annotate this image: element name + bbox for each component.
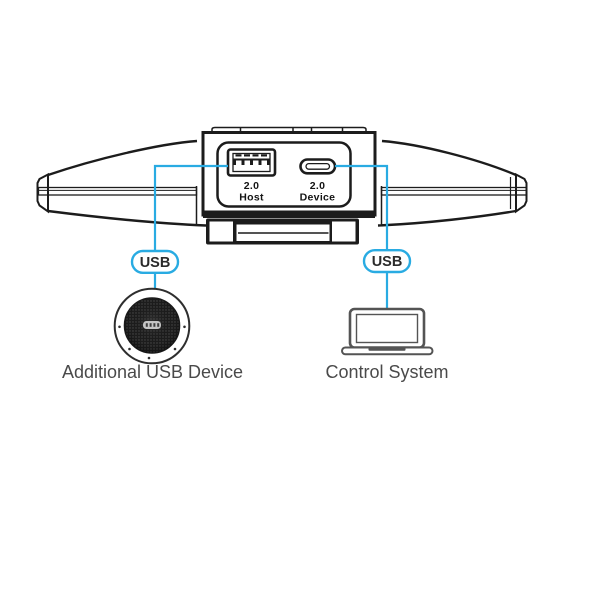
speakerphone-brand-plate [143, 321, 161, 329]
usb-a-contact [244, 154, 250, 157]
caption-control-system: Control System [325, 362, 448, 382]
laptop-base-notch [368, 347, 406, 351]
left-wing-seam [37, 186, 198, 196]
speakerphone-button [118, 325, 121, 329]
usb-badge-left-label: USB [140, 255, 171, 271]
speakerphone-button [183, 325, 186, 329]
io-panel: 2.0 Host 2.0 Device [201, 126, 377, 218]
usb-a-label-line2: Host [239, 192, 264, 204]
right-end-cap [515, 172, 528, 214]
laptop-screen-inner [355, 313, 419, 344]
mount-bracket [206, 218, 359, 245]
usb-a-notch [253, 160, 259, 165]
laptop-icon [341, 307, 434, 356]
connector-line-left [153, 164, 228, 288]
speakerphone-button [128, 347, 131, 351]
usb-a-label-line1: 2.0 [244, 180, 260, 192]
usb-a-contact [252, 154, 259, 157]
right-wing [377, 139, 528, 227]
usb-a-notch [261, 160, 267, 165]
speakerphone-icon [113, 287, 191, 365]
right-wing-seam [380, 186, 528, 196]
left-end-cap [36, 172, 49, 214]
brand-mark [157, 323, 160, 327]
right-wing-top-edge [381, 139, 517, 177]
usb-a-notch [244, 160, 250, 165]
caption-additional-usb-device: Additional USB Device [62, 362, 243, 382]
usb-badge-left-pill [130, 249, 180, 274]
speakerphone-button [173, 347, 177, 351]
usb-badge-right-label: USB [372, 254, 403, 270]
left-wing [36, 139, 207, 227]
bracket-foot-right [332, 221, 356, 242]
left-wing-top-edge [47, 139, 198, 177]
video-bar-device: 2.0 Host 2.0 Device [36, 126, 528, 245]
speakerphone-button [147, 356, 151, 360]
left-wing-bottom-edge [47, 209, 207, 227]
usb-c-port-icon [299, 158, 337, 175]
brand-mark [145, 323, 148, 327]
io-panel-top-bezel [211, 126, 367, 131]
usb-c-label-line2: Device [300, 192, 336, 204]
bracket-foot-left [209, 221, 233, 242]
usb-badge-right-pill [362, 248, 412, 274]
usb-a-port-icon [226, 148, 277, 177]
brand-mark [153, 323, 156, 327]
usb-c-label-line1: 2.0 [310, 180, 326, 192]
io-panel-bottom-bar [203, 210, 375, 218]
usb-c-inner [305, 162, 331, 170]
usb-a-contact [235, 154, 242, 157]
usb-a-tongue [233, 158, 270, 165]
usb-badge-right: USB [362, 248, 412, 274]
usb-a-notch [236, 160, 242, 165]
usb-badge-left: USB [130, 249, 180, 274]
brand-mark [149, 323, 152, 327]
right-wing-bottom-edge [377, 209, 517, 227]
usb-a-contact [261, 154, 267, 157]
io-panel-recess [216, 141, 352, 208]
